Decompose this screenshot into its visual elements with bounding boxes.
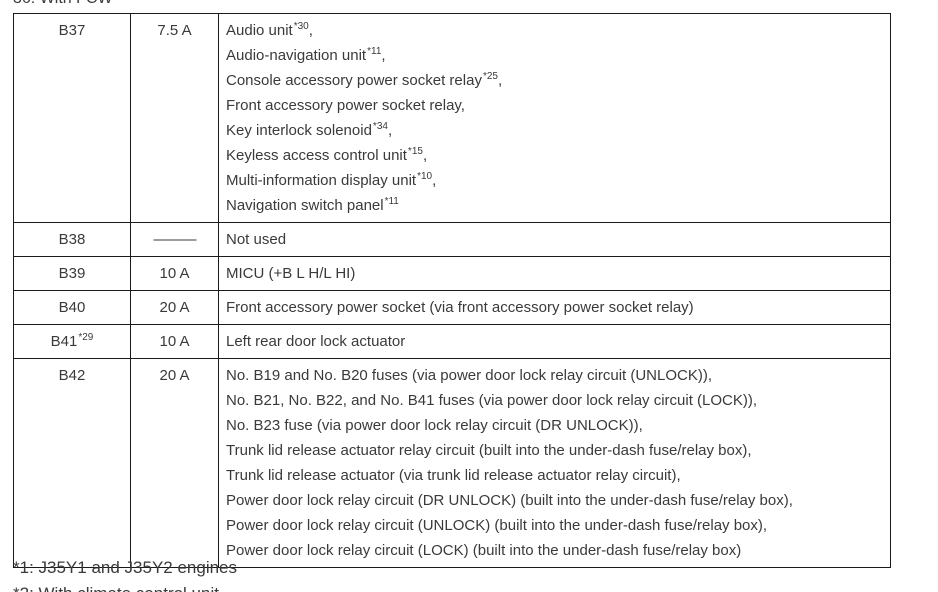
amperage-label: 10 A xyxy=(159,265,190,282)
description-line: Power door lock relay circuit (LOCK) (bu… xyxy=(226,538,890,563)
description-line: Power door lock relay circuit (DR UNLOCK… xyxy=(226,488,890,513)
fuse-number-cell: B38 xyxy=(13,222,131,257)
description-line: Not used xyxy=(226,227,890,252)
description-line: Multi-information display unit*10, xyxy=(226,168,890,193)
amperage-label: 20 A xyxy=(159,367,190,384)
description-line: Audio-navigation unit*11, xyxy=(226,43,890,68)
description-text: Navigation switch panel xyxy=(226,197,384,214)
fuse-number-label: B38 xyxy=(58,231,86,248)
description-text: Front accessory power socket relay, xyxy=(226,97,465,114)
description-trailing-punctuation: , xyxy=(387,122,393,139)
description-line: Navigation switch panel*11 xyxy=(226,193,890,218)
amperage-cell: ——— xyxy=(130,222,219,257)
description-trailing-punctuation: , xyxy=(308,22,313,39)
table-row: B41*29 10 A Left rear door lock actuator xyxy=(13,324,891,359)
description-line: Front accessory power socket (via front … xyxy=(226,295,890,320)
fuse-number-label: B37 xyxy=(58,22,86,39)
amperage-label: ——— xyxy=(153,231,197,248)
description-cell: Front accessory power socket (via front … xyxy=(218,290,891,325)
description-cell: No. B19 and No. B20 fuses (via power doo… xyxy=(218,358,891,568)
description-footnote-marker: *11 xyxy=(384,196,399,207)
amperage-label: 20 A xyxy=(159,299,190,316)
description-text: Left rear door lock actuator xyxy=(226,333,406,350)
fuse-number-label: B42 xyxy=(58,367,86,384)
description-text: Power door lock relay circuit (LOCK) (bu… xyxy=(226,542,742,559)
description-line: Trunk lid release actuator relay circuit… xyxy=(226,438,890,463)
description-line: No. B21, No. B22, and No. B41 fuses (via… xyxy=(226,388,890,413)
fuse-number-cell: B39 xyxy=(13,256,131,291)
description-text: Audio unit xyxy=(226,22,293,39)
fuse-number-cell: B42 xyxy=(13,358,131,568)
description-text: Front accessory power socket (via front … xyxy=(226,299,694,316)
description-text: Power door lock relay circuit (DR UNLOCK… xyxy=(226,492,793,509)
table-row: B40 20 A Front accessory power socket (via… xyxy=(13,290,891,325)
description-cell: Left rear door lock actuator xyxy=(218,324,891,359)
fuse-number-cell: B41*29 xyxy=(13,324,131,359)
description-text: No. B19 and No. B20 fuses (via power doo… xyxy=(226,367,713,384)
description-text: Multi-information display unit xyxy=(226,172,417,189)
description-text: MICU (+B L H/L HI) xyxy=(226,265,356,282)
footnote-list: *1: J35Y1 and J35Y2 engines *2: With clim… xyxy=(13,555,237,592)
description-line: Key interlock solenoid*34, xyxy=(226,118,890,143)
description-text: Trunk lid release actuator (via trunk li… xyxy=(226,467,681,484)
description-text: Keyless access control unit xyxy=(226,147,407,164)
table-row: B42 20 A No. B19 and No. B20 fuses (via po… xyxy=(13,358,891,568)
amperage-cell: 7.5 A xyxy=(130,13,219,223)
description-trailing-punctuation: , xyxy=(432,172,437,189)
description-footnote-marker: *30 xyxy=(293,21,309,32)
table-row: B38 ——— Not used xyxy=(13,222,891,257)
fuse-number-label: B39 xyxy=(58,265,86,282)
footnote-line: *1: J35Y1 and J35Y2 engines xyxy=(13,558,238,577)
description-text: Not used xyxy=(226,231,287,248)
description-footnote-marker: *25 xyxy=(482,71,498,82)
description-cell: MICU (+B L H/L HI) xyxy=(218,256,891,291)
description-line: Keyless access control unit*15, xyxy=(226,143,890,168)
fuse-number-label: B41 xyxy=(50,333,78,350)
amperage-cell: 20 A xyxy=(130,358,219,568)
description-text: Audio-navigation unit xyxy=(226,47,367,64)
description-footnote-marker: *11 xyxy=(367,46,382,57)
description-footnote-marker: *34 xyxy=(372,121,388,132)
description-text: Trunk lid release actuator relay circuit… xyxy=(226,442,752,459)
amperage-cell: 10 A xyxy=(130,324,219,359)
description-line: Trunk lid release actuator (via trunk li… xyxy=(226,463,890,488)
fuse-number-cell: B40 xyxy=(13,290,131,325)
description-line: Front accessory power socket relay, xyxy=(226,93,890,118)
amperage-cell: 20 A xyxy=(130,290,219,325)
description-cell: Not used xyxy=(218,222,891,257)
amperage-label: 10 A xyxy=(159,333,190,350)
amperage-cell: 10 A xyxy=(130,256,219,291)
description-trailing-punctuation: , xyxy=(381,47,386,64)
fuse-number-cell: B37 xyxy=(13,13,131,223)
fuse-number-label: B40 xyxy=(58,299,86,316)
table-row: B39 10 A MICU (+B L H/L HI) xyxy=(13,256,891,291)
description-footnote-marker: *15 xyxy=(407,146,423,157)
footnote-line: *2: With climate control unit xyxy=(13,581,237,592)
description-text: No. B23 fuse (via power door lock relay … xyxy=(226,417,643,434)
description-text: Key interlock solenoid xyxy=(226,122,372,139)
description-footnote-marker: *10 xyxy=(417,171,433,182)
description-trailing-punctuation: , xyxy=(422,147,428,164)
description-line: Power door lock relay circuit (UNLOCK) (… xyxy=(226,513,890,538)
description-trailing-punctuation: , xyxy=(497,72,503,89)
description-text: Console accessory power socket relay xyxy=(226,72,482,89)
description-line: No. B23 fuse (via power door lock relay … xyxy=(226,413,890,438)
description-line: MICU (+B L H/L HI) xyxy=(226,261,890,286)
fuse-footnote-marker: *29 xyxy=(78,332,94,343)
description-text: Power door lock relay circuit (UNLOCK) (… xyxy=(226,517,768,534)
description-text: No. B21, No. B22, and No. B41 fuses (via… xyxy=(226,392,758,409)
description-line: No. B19 and No. B20 fuses (via power doo… xyxy=(226,363,890,388)
description-line: Console accessory power socket relay*25, xyxy=(226,68,890,93)
description-line: Audio unit*30, xyxy=(226,18,890,43)
clipped-heading-above-table: 36: With FCW xyxy=(13,0,113,9)
description-cell: Audio unit*30,Audio-navigation unit*11,C… xyxy=(218,13,891,223)
amperage-label: 7.5 A xyxy=(157,22,192,39)
description-line: Left rear door lock actuator xyxy=(226,329,890,354)
